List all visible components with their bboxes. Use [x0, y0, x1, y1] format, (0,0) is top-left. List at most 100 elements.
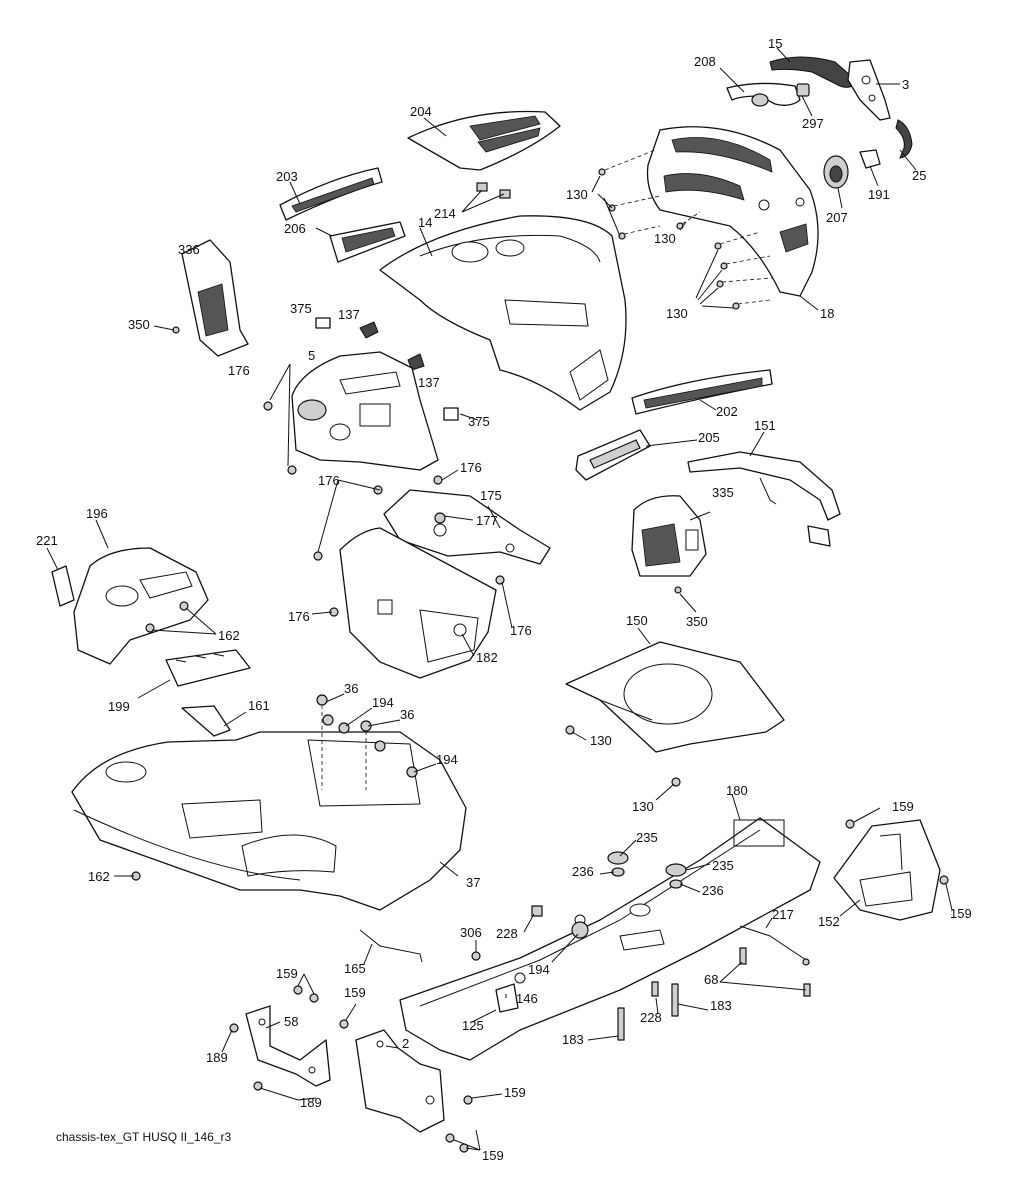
callout-68: 68: [704, 972, 718, 987]
callout-37: 37: [466, 875, 480, 890]
callout-196: 196: [86, 506, 108, 521]
part-228-bolt-b: [651, 981, 659, 997]
callout-176-e: 176: [510, 623, 532, 638]
callout-159-b: 159: [950, 906, 972, 921]
callout-18: 18: [820, 306, 834, 321]
callout-177: 177: [476, 513, 498, 528]
callout-236-b: 236: [702, 883, 724, 898]
callout-235-b: 235: [712, 858, 734, 873]
callout-162-b: 162: [88, 869, 110, 884]
part-137-knob-a: [359, 321, 379, 339]
callout-214: 214: [434, 206, 456, 221]
callout-130-e: 130: [632, 799, 654, 814]
callout-175: 175: [480, 488, 502, 503]
part-217-rod: [739, 925, 810, 966]
callout-236-a: 236: [572, 864, 594, 879]
part-203-grille: [279, 167, 383, 221]
part-159-bolt-a: [845, 819, 855, 829]
callout-146: 146: [516, 991, 538, 1006]
callout-206: 206: [284, 221, 306, 236]
part-150-floor-plate: [565, 641, 785, 753]
callout-2: 2: [402, 1036, 409, 1051]
part-375-cap-b: [443, 407, 459, 421]
callout-130-c: 130: [666, 306, 688, 321]
callout-159-c: 159: [276, 966, 298, 981]
callout-159-e: 159: [504, 1085, 526, 1100]
part-335-side-panel: [631, 495, 707, 577]
callout-199: 199: [108, 699, 130, 714]
part-204-hood-panel: [407, 110, 561, 171]
part-36-194-hardware: [316, 694, 418, 778]
callout-151: 151: [754, 418, 776, 433]
callout-58: 58: [284, 1014, 298, 1029]
part-25-trim: [895, 119, 913, 159]
callout-182: 182: [476, 650, 498, 665]
part-206-vent: [329, 221, 406, 263]
part-151-bracket: [687, 451, 841, 547]
part-191-clip: [859, 149, 881, 169]
callout-125: 125: [462, 1018, 484, 1033]
callout-162-a: 162: [218, 628, 240, 643]
callout-130-a: 130: [566, 187, 588, 202]
callout-235-a: 235: [636, 830, 658, 845]
callout-36-b: 36: [400, 707, 414, 722]
callout-350-b: 350: [686, 614, 708, 629]
callout-194-c: 194: [528, 962, 550, 977]
part-2-bracket: [355, 1029, 445, 1133]
leader-lines: [46, 47, 953, 1151]
part-68-bolts: [739, 947, 811, 997]
callout-36-a: 36: [344, 681, 358, 696]
part-336-side-panel: [181, 239, 249, 357]
part-159-bolt-b: [939, 875, 949, 885]
part-202-grille: [631, 369, 773, 415]
part-297-clip: [796, 83, 810, 97]
part-375-cap-a: [315, 317, 331, 329]
callout-297: 297: [802, 116, 824, 131]
callout-191: 191: [868, 187, 890, 202]
part-165-rod: [359, 929, 423, 963]
callout-14: 14: [418, 215, 432, 230]
part-207-light: [823, 155, 849, 189]
callout-159-d: 159: [344, 985, 366, 1000]
callout-25: 25: [912, 168, 926, 183]
callout-15: 15: [768, 36, 782, 51]
callout-205: 205: [698, 430, 720, 445]
part-146-bracket: [495, 983, 519, 1013]
part-183-bolt-b: [617, 1007, 625, 1041]
callout-150: 150: [626, 613, 648, 628]
part-194-bearing: [571, 921, 589, 939]
part-14-hood: [379, 215, 627, 411]
part-199-plate: [165, 649, 251, 687]
callout-336: 336: [178, 242, 200, 257]
part-58-bracket: [245, 1005, 331, 1087]
part-214-clips: [476, 182, 511, 199]
callout-208: 208: [694, 54, 716, 69]
part-306-nut: [471, 951, 481, 961]
part-152-seat-bracket: [833, 819, 941, 921]
callout-183-a: 183: [710, 998, 732, 1013]
diagram-caption: chassis-tex_GT HUSQ II_146_r3: [56, 1130, 232, 1144]
callout-306: 306: [460, 925, 482, 940]
callout-228-a: 228: [496, 926, 518, 941]
callout-375-a: 375: [290, 301, 312, 316]
callout-5: 5: [308, 348, 315, 363]
callout-130-b: 130: [654, 231, 676, 246]
callout-207: 207: [826, 210, 848, 225]
part-161-trim: [181, 705, 231, 737]
callout-159-a: 159: [892, 799, 914, 814]
callout-375-b: 375: [468, 414, 490, 429]
callout-161: 161: [248, 698, 270, 713]
callout-180: 180: [726, 783, 748, 798]
part-205-trim: [575, 429, 651, 481]
callout-137-b: 137: [418, 375, 440, 390]
part-208-trim: [726, 82, 801, 107]
part-235-236-bushings: [607, 851, 687, 889]
callout-194-a: 194: [372, 695, 394, 710]
part-350-screw-b: [674, 586, 682, 594]
callout-194-b: 194: [436, 752, 458, 767]
part-175-bracket: [383, 489, 551, 565]
callout-189-b: 189: [300, 1095, 322, 1110]
callout-159-f: 159: [482, 1148, 504, 1163]
part-196-fender-cover: [73, 547, 209, 665]
